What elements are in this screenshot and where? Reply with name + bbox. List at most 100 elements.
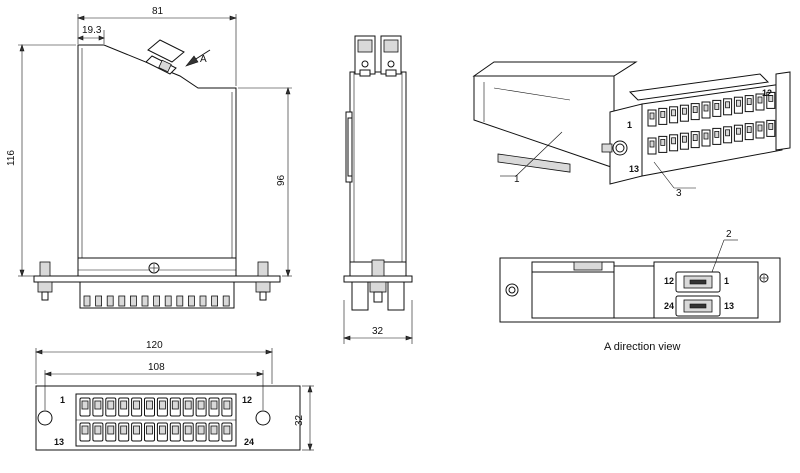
side-stub (118, 295, 126, 307)
side-stub (164, 295, 172, 307)
iso-label-13: 13 (629, 164, 639, 174)
iso-port-core (660, 138, 666, 146)
lc-port-core (146, 400, 153, 410)
arrow-a-label: A (200, 54, 207, 65)
callout-1: 1 (514, 174, 520, 185)
dim-32-end: 32 (372, 326, 384, 337)
lc-port-core (133, 400, 141, 410)
front-view: 1 12 13 24 120 108 32 (35, 340, 314, 451)
thumbscrew-right-icon (255, 261, 271, 301)
lc-port-core (184, 425, 192, 435)
a-view-label-13: 13 (724, 301, 734, 311)
lc-port-core (223, 425, 231, 435)
iso-port-core (649, 140, 655, 148)
dim-116: 116 (6, 150, 17, 166)
side-view: A 81 19.3 (6, 6, 292, 309)
a-direction-view: 12 1 24 13 2 A direction view (499, 229, 781, 353)
side-stub (153, 295, 161, 307)
iso-port-core (660, 111, 666, 118)
side-stub (211, 295, 219, 307)
side-stub (141, 295, 149, 307)
lc-port-core (210, 400, 218, 410)
side-stub (187, 295, 195, 307)
iso-port-core (714, 130, 720, 138)
side-stub (222, 295, 230, 307)
dim-108: 108 (148, 362, 165, 373)
lc-port-core (94, 400, 102, 410)
mpo-adapter-bottom-icon (675, 295, 721, 317)
lc-port-core (210, 425, 218, 435)
port-label-12: 12 (242, 395, 252, 405)
a-view-label-1: 1 (724, 276, 729, 286)
a-view-label-12: 12 (664, 276, 674, 286)
iso-port-core (703, 104, 709, 112)
iso-label-1: 1 (627, 120, 632, 130)
iso-port-core (736, 99, 741, 107)
iso-port-core (649, 112, 655, 120)
iso-port-core (692, 134, 698, 142)
port-label-24: 24 (244, 437, 254, 447)
callout-2: 2 (726, 229, 732, 240)
iso-port-core (768, 123, 774, 130)
tilted-connector (145, 39, 185, 75)
iso-port-core (682, 107, 687, 115)
lc-port-core (171, 400, 179, 410)
iso-port-core (714, 103, 720, 110)
dim-120: 120 (146, 340, 163, 351)
lc-port-core (120, 400, 128, 410)
side-stub (95, 295, 102, 307)
iso-port-core (671, 137, 676, 145)
side-stub (106, 295, 114, 307)
dim-81: 81 (152, 6, 164, 17)
iso-port-core (682, 135, 687, 143)
lc-port-core (81, 400, 89, 410)
port-label-13: 13 (54, 437, 64, 447)
side-stub (129, 295, 137, 307)
iso-port-core (725, 129, 730, 137)
a-view-label-24: 24 (664, 301, 674, 311)
end-top-connector-left-icon (354, 35, 376, 77)
end-thumbscrew-icon (369, 259, 387, 303)
iso-port-core (736, 127, 741, 135)
a-direction-caption: A direction view (604, 341, 680, 353)
mount-hole-right-icon (255, 410, 271, 426)
iso-label-12: 12 (762, 88, 772, 98)
iso-port-core (746, 126, 752, 133)
side-stub (199, 295, 207, 307)
lc-port-core (158, 425, 166, 435)
lc-port-core (197, 425, 205, 435)
iso-port-core (746, 98, 752, 105)
dim-96: 96 (276, 174, 287, 186)
lc-port-core (171, 425, 179, 435)
dim-19-3: 19.3 (82, 25, 102, 36)
lc-port-core (184, 400, 192, 410)
iso-port-core (692, 106, 698, 113)
side-stub (83, 295, 91, 307)
lc-port-core (107, 400, 115, 410)
lc-port-core (94, 425, 102, 435)
lc-port-core (81, 425, 89, 435)
iso-port-core (757, 96, 763, 104)
iso-port-core (671, 109, 676, 117)
lc-port-core (133, 425, 141, 435)
end-body (349, 71, 407, 263)
iso-port-core (757, 124, 763, 132)
lc-port-core (146, 425, 153, 435)
lc-port-core (223, 400, 231, 410)
end-view: 32 (343, 35, 413, 344)
lc-port-core (158, 400, 166, 410)
dim-32-front: 32 (294, 414, 305, 426)
callout-3: 3 (676, 188, 682, 199)
isometric-view: 1 13 12 1 3 (472, 61, 791, 199)
thumbscrew-left-icon (37, 261, 53, 301)
lc-port-core (120, 425, 128, 435)
iso-port-core (768, 95, 774, 102)
lc-port-core (107, 425, 115, 435)
side-stub (176, 295, 184, 307)
mpo-adapter-top-icon (675, 271, 721, 293)
mount-hole-left-icon (37, 410, 53, 426)
lc-port-core (197, 400, 205, 410)
iso-port-core (703, 132, 709, 140)
end-top-connector-right-icon (380, 35, 402, 77)
